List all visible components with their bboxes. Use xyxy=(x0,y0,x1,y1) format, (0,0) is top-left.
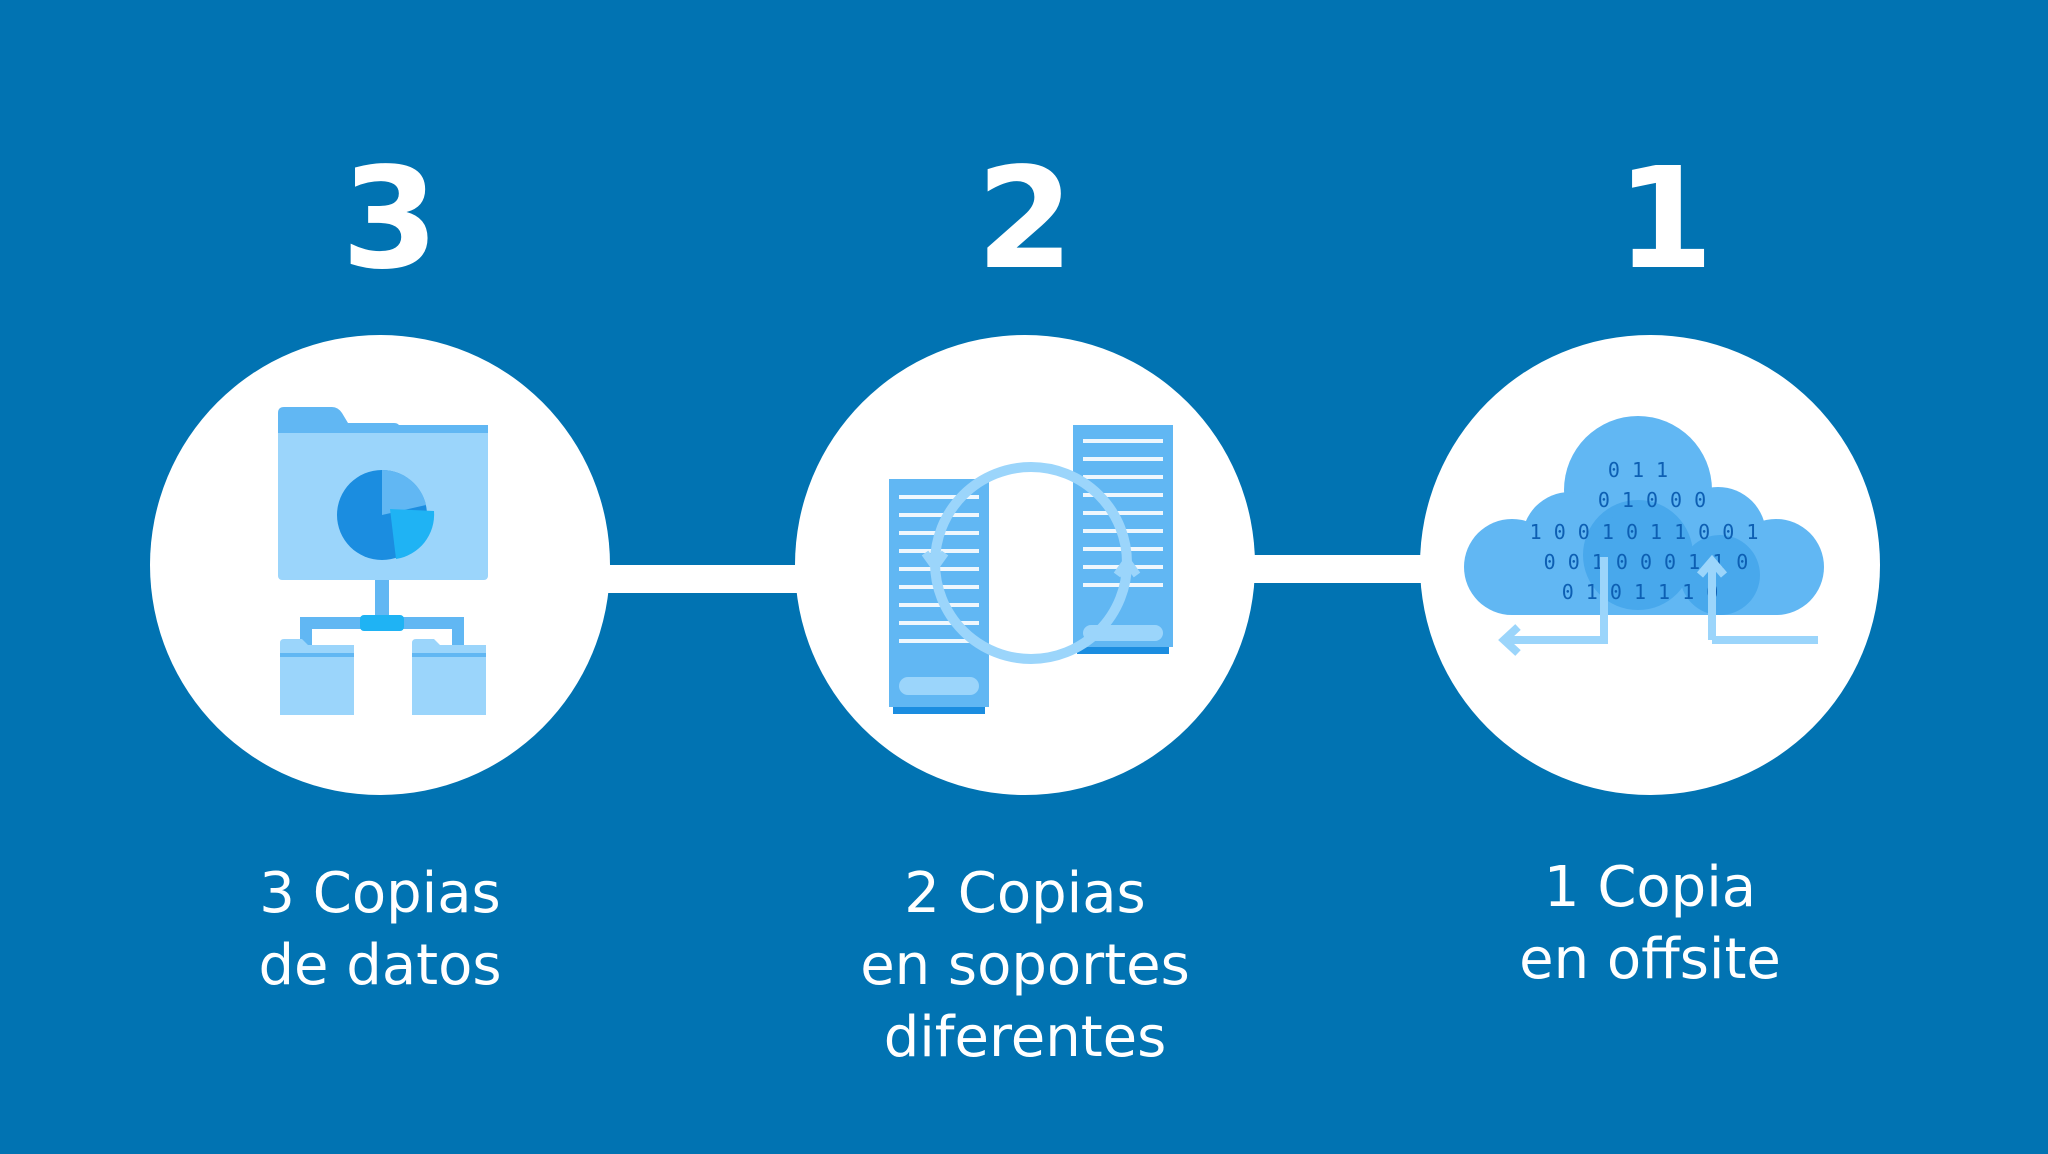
step-1-circle: 0 1 1 0 1 0 0 0 1 0 0 1 0 1 1 0 0 1 0 0 … xyxy=(1420,335,1880,795)
step-1-number: 1 xyxy=(1616,138,1714,301)
step-3-caption-line-1: 3 Copias xyxy=(259,861,501,926)
connector-line-1 xyxy=(600,565,810,593)
step-2-caption-line-1: 2 Copias xyxy=(904,861,1146,926)
folder-network-icon xyxy=(278,407,488,715)
binary-row-2: 0 1 0 0 0 xyxy=(1598,488,1706,512)
step-3-caption-line-2: de datos xyxy=(258,933,502,998)
binary-row-5: 0 1 0 1 1 1 0 xyxy=(1562,580,1719,604)
step-1-caption: 1 Copia en offsite xyxy=(1420,852,1880,996)
step-2-circle xyxy=(795,335,1255,795)
step-2-caption-line-3: diferentes xyxy=(883,1005,1167,1070)
server-sync-icon xyxy=(889,425,1173,714)
step-3-circle xyxy=(150,335,610,795)
step-2-number: 2 xyxy=(976,138,1074,301)
binary-row-3: 1 0 0 1 0 1 1 0 0 1 xyxy=(1530,520,1759,544)
step-2-caption-line-2: en soportes xyxy=(860,933,1190,998)
connector-line-2 xyxy=(1240,555,1440,583)
binary-row-1: 0 1 1 xyxy=(1608,458,1668,482)
step-2-caption: 2 Copias en soportes diferentes xyxy=(795,858,1255,1074)
step-1-caption-line-2: en offsite xyxy=(1519,927,1781,992)
step-3-caption: 3 Copias de datos xyxy=(150,858,610,1002)
step-3-number: 3 xyxy=(341,138,439,301)
cloud-data-icon: 0 1 1 0 1 0 0 0 1 0 0 1 0 1 1 0 0 1 0 0 … xyxy=(1464,416,1824,656)
step-1-caption-line-1: 1 Copia xyxy=(1543,855,1757,920)
